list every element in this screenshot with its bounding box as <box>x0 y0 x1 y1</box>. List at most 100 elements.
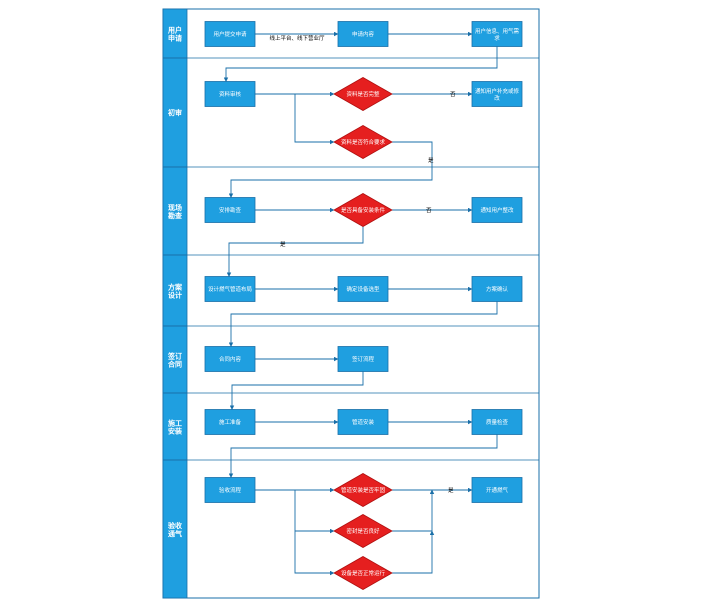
node-label-d2: 资料是否符合要求 <box>341 138 386 146</box>
connector-arrow <box>228 141 433 198</box>
process-box-n2: 申请内容 <box>337 21 389 47</box>
lane-survey-label-1: 现场 <box>168 203 182 212</box>
process-box-shape <box>337 346 389 372</box>
node-label-d5: 密封是否良好 <box>346 527 380 535</box>
node-label-n3: 用户信息、用气需 <box>475 27 520 35</box>
process-box-shape <box>204 477 256 503</box>
process-box-n6: 安排勘查 <box>204 197 256 223</box>
node-label-n5: 通知用户补充或修 <box>475 87 520 95</box>
decision-diamond-shape <box>333 193 393 227</box>
lane-design-label-2: 设计 <box>168 291 182 300</box>
process-box-shape <box>471 81 523 107</box>
process-box-shape <box>471 477 523 503</box>
node-label-n5-2: 改 <box>494 94 500 102</box>
lane-apply-label-2: 申请 <box>168 34 182 43</box>
process-box-n17: 开通燃气 <box>471 477 523 503</box>
connector-arrow <box>228 301 498 347</box>
lane-accept-label-1: 验收 <box>168 521 183 530</box>
node-label-n9: 确定设备选型 <box>346 285 380 293</box>
lane-design-label-1: 方案 <box>168 283 183 292</box>
process-box-shape <box>471 21 523 47</box>
connector-arrow <box>392 530 435 574</box>
lane-apply-header <box>162 8 188 59</box>
node-label-n11: 合同内容 <box>219 355 242 363</box>
decision-diamond-d6: 设备是否正常运行 <box>333 556 393 590</box>
process-box-n4: 资料审核 <box>204 81 256 107</box>
node-label-n17: 开通燃气 <box>486 486 509 494</box>
decision-diamond-d2: 资料是否符合要求 <box>333 125 393 159</box>
edge-label-e_no2: 否 <box>426 207 432 214</box>
node-label-n12: 签订流程 <box>352 355 375 363</box>
node-label-n13: 施工准备 <box>219 418 242 426</box>
process-box-n12: 签订流程 <box>337 346 389 372</box>
edge-label-e_yes3: 是 <box>448 487 454 494</box>
node-label-d6: 设备是否正常运行 <box>341 569 386 577</box>
edge-label-e_no1: 否 <box>450 91 456 98</box>
lane-accept-header <box>162 459 188 599</box>
process-box-n7: 通知用户整改 <box>471 197 523 223</box>
lane-review: 初审 <box>162 57 539 168</box>
process-box-n13: 施工准备 <box>204 409 256 435</box>
lane-construct-label-2: 安装 <box>168 427 182 436</box>
process-box-n11: 合同内容 <box>204 346 256 372</box>
connector-arrow <box>223 46 498 82</box>
process-box-n9: 确定设备选型 <box>337 276 389 302</box>
process-box-n1: 用户提交申请 <box>204 21 256 47</box>
process-box-shape <box>337 409 389 435</box>
decision-diamond-d4: 管道安装是否牢固 <box>333 473 393 507</box>
decision-diamond-d5: 密封是否良好 <box>333 514 393 548</box>
edge-label-e_yes1: 是 <box>428 157 434 164</box>
decision-diamond-shape <box>333 77 393 111</box>
node-label-n1: 用户提交申请 <box>213 30 247 38</box>
node-label-n6: 安排勘查 <box>219 206 242 214</box>
connector-arrow <box>226 226 364 277</box>
process-box-shape <box>204 21 256 47</box>
process-box-shape <box>204 81 256 107</box>
connector-arrow <box>228 434 498 478</box>
node-label-n14: 管道安装 <box>352 418 375 426</box>
process-box-n15: 质量检查 <box>471 409 523 435</box>
process-box-shape <box>337 276 389 302</box>
node-label-n4: 资料审核 <box>219 90 242 98</box>
process-box-n16: 验收流程 <box>204 477 256 503</box>
process-box-shape <box>204 409 256 435</box>
decision-diamond-d1: 资料是否完整 <box>333 77 393 111</box>
process-box-shape <box>337 21 389 47</box>
decision-diamond-d3: 是否具备安装条件 <box>333 193 393 227</box>
decision-diamond-shape <box>333 473 393 507</box>
lane-survey-header <box>162 166 188 256</box>
lane-contract-label-1: 签订 <box>167 352 182 361</box>
process-box-shape <box>204 346 256 372</box>
connector-arrow <box>294 94 335 145</box>
lane-construct-label-1: 施工 <box>168 419 182 428</box>
node-label-n8: 设计燃气管道布局 <box>208 285 252 293</box>
node-label-n10: 方案确认 <box>486 285 509 293</box>
node-label-n15: 质量检查 <box>486 418 509 426</box>
edge-label-e_channel: 线上平台、线下营业厅 <box>269 34 325 42</box>
decision-diamond-shape <box>333 514 393 548</box>
process-box-shape <box>471 276 523 302</box>
node-label-d3: 是否具备安装条件 <box>341 206 386 214</box>
connector-arrow <box>294 490 335 576</box>
node-label-n16: 验收流程 <box>219 486 242 494</box>
node-label-n2: 申请内容 <box>352 30 375 38</box>
node-label-d4: 管道安装是否牢固 <box>341 486 386 494</box>
edge-label-e_yes2: 是 <box>280 241 286 248</box>
process-box-shape <box>471 409 523 435</box>
process-box-n14: 管道安装 <box>337 409 389 435</box>
lane-review-label-1: 初审 <box>168 108 182 117</box>
node-label-n7: 通知用户整改 <box>480 206 514 214</box>
connector-arrow <box>229 371 364 410</box>
lane-accept-label-2: 通气 <box>168 529 182 538</box>
connectors <box>223 31 498 576</box>
node-label-d1: 资料是否完整 <box>346 90 380 98</box>
process-box-shape <box>204 197 256 223</box>
process-box-shape <box>204 276 256 302</box>
process-box-n8: 设计燃气管道布局 <box>204 276 256 302</box>
